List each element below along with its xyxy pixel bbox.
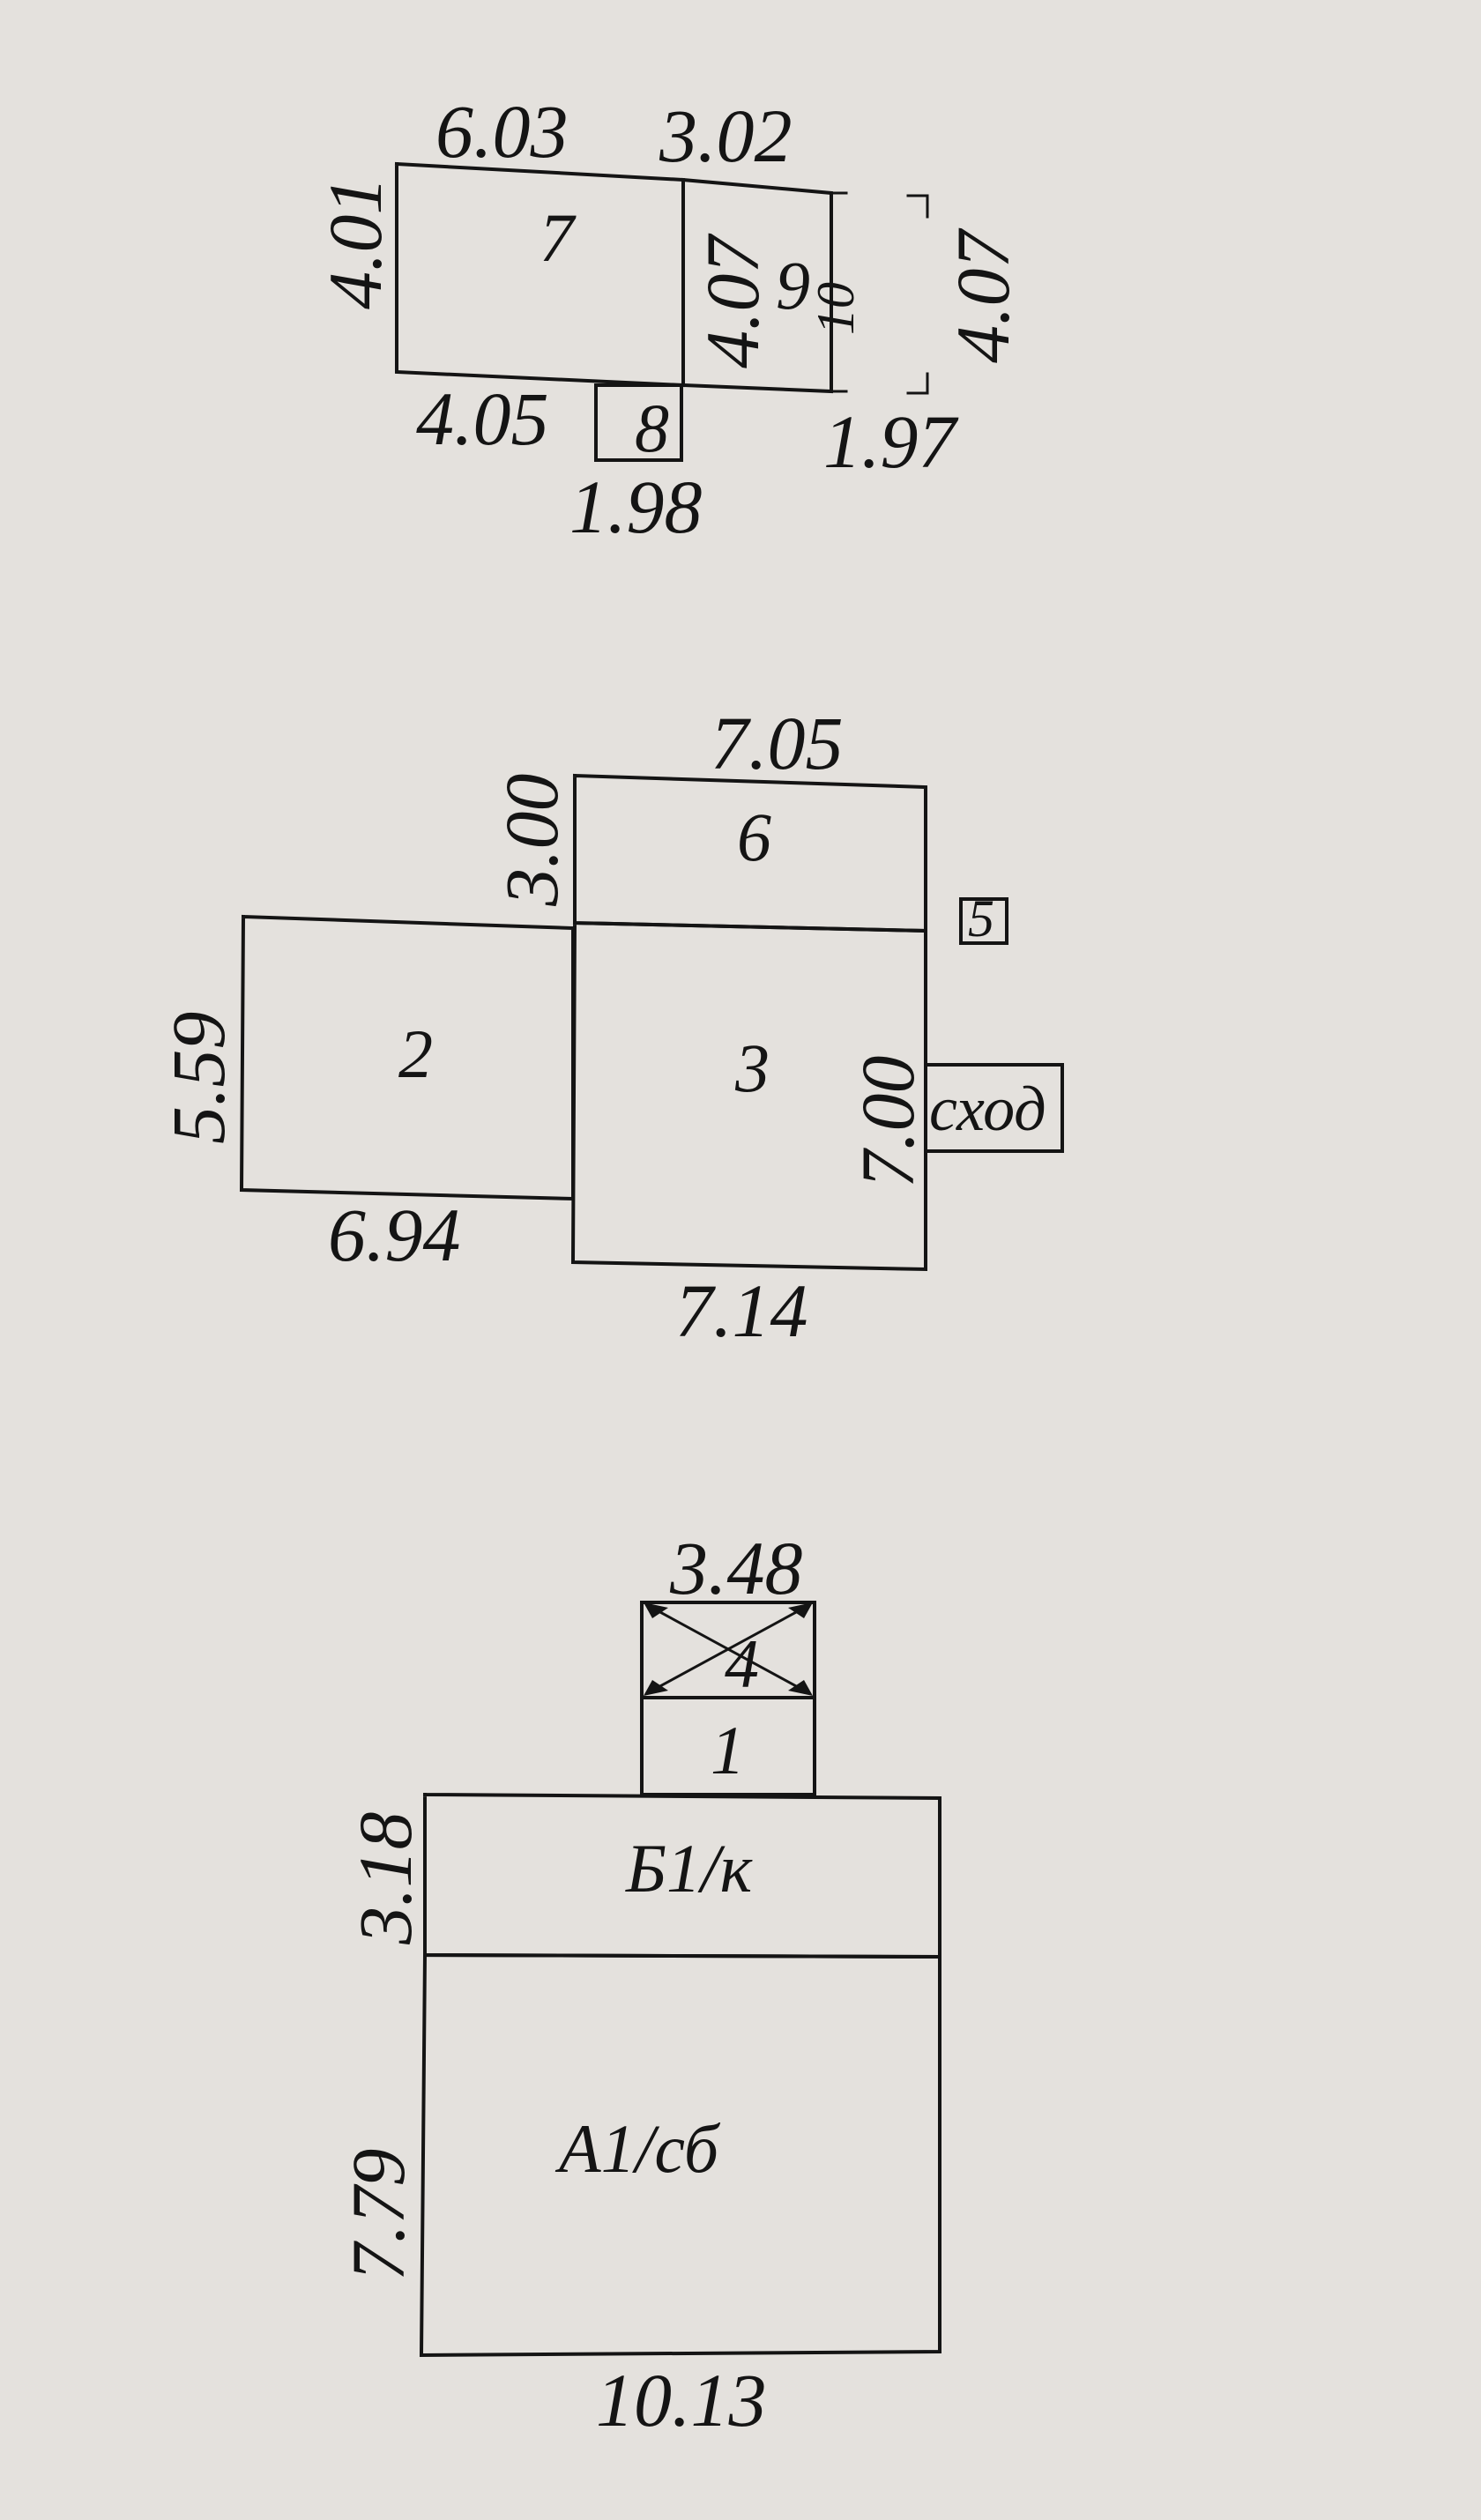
dim-bottom-small: 1.98 [569, 465, 703, 549]
room-b1k-label: Б1/к [625, 1830, 753, 1907]
dim-left-room-bottom: 6.94 [328, 1193, 461, 1277]
room-1-outline [640, 1696, 816, 1796]
dim-bottom-right: 1.97 [823, 399, 959, 484]
dim-top-right: 3.02 [659, 93, 793, 178]
room-5-label: 5 [968, 889, 994, 948]
room-6-label: 6 [737, 799, 771, 875]
room-8-outline [594, 383, 683, 462]
room-4-label: 4 [725, 1625, 759, 1702]
room-2-label: 2 [398, 1015, 433, 1092]
dim-bottom-left: 4.05 [416, 376, 549, 461]
room-5-outline [959, 897, 1008, 945]
room-10-outline-bottom [906, 372, 929, 395]
dim-mid-vertical: 4.07 [690, 234, 775, 369]
room-a1sb-outline [419, 1952, 941, 2358]
dim-bottom: 10.13 [596, 2358, 767, 2442]
dim-line-4-back [646, 1603, 810, 1695]
room-2-outline [239, 914, 575, 1201]
arrow-left-icon [644, 1602, 668, 1618]
exit-outline [924, 1063, 1064, 1153]
dim-top: 3.48 [669, 1526, 803, 1610]
arrow-right-icon [788, 1602, 813, 1618]
top-block: 6.03 3.02 4.01 4.07 4.07 4.05 1.98 1.97 … [313, 89, 1025, 549]
dim-right-vertical: 7.00 [845, 1056, 930, 1189]
room-3-label: 3 [734, 1030, 770, 1106]
room-10-outline [906, 194, 929, 219]
bottom-block: 3.48 3.18 7.79 10.13 4 1 Б1/к А1/сб [336, 1526, 941, 2442]
dim-top-left: 6.03 [435, 89, 569, 174]
dim-upper-left: 3.18 [343, 1812, 428, 1946]
room-7-label: 7 [540, 199, 577, 276]
exit-label: сход [929, 1074, 1046, 1144]
dim-left-room-height: 5.59 [156, 1012, 241, 1145]
room-a1sb-label: А1/сб [554, 2110, 721, 2187]
room-9-outline [681, 177, 833, 394]
room-8-label: 8 [635, 390, 669, 466]
room-10-label: 10 [807, 282, 865, 335]
dim-left: 4.01 [313, 177, 398, 310]
room-9-label: 9 [776, 247, 810, 323]
dim-right-vertical: 4.07 [941, 228, 1025, 364]
dim-lower-left: 7.79 [336, 2149, 420, 2282]
middle-block: 7.05 3.00 5.59 6.94 7.00 7.14 2 3 5 6 сх… [156, 701, 1064, 1353]
dim-bottom: 7.14 [675, 1268, 808, 1353]
arrow-bottom-right-icon [788, 1680, 813, 1696]
dim-upper-left: 3.00 [489, 774, 574, 908]
dim-top: 7.05 [711, 701, 844, 785]
room-1-label: 1 [711, 1712, 745, 1788]
arrow-bottom-left-icon [644, 1680, 668, 1696]
